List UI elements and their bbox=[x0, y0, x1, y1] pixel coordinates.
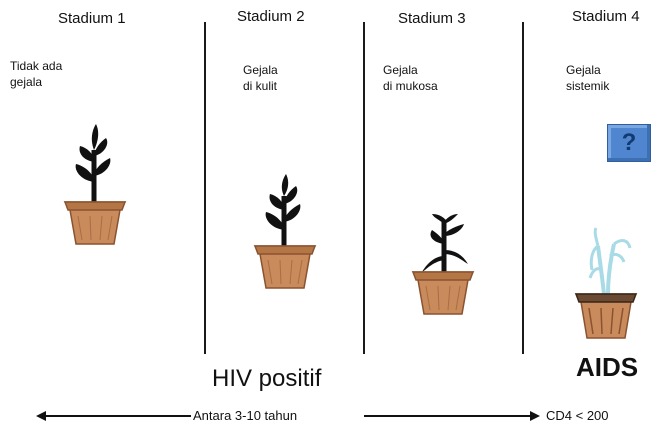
divider-3 bbox=[522, 22, 524, 354]
stage-3-title: Stadium 3 bbox=[398, 10, 466, 27]
healthy-plant-icon bbox=[252, 172, 318, 290]
stage-2-description: Gejala di kulit bbox=[243, 62, 278, 94]
wilting-plant-icon bbox=[574, 226, 638, 340]
healthy-plant-icon bbox=[60, 120, 130, 246]
stage-4-description: Gejala sistemik bbox=[566, 62, 609, 94]
divider-2 bbox=[363, 22, 365, 354]
divider-1 bbox=[204, 22, 206, 354]
aids-label: AIDS bbox=[576, 352, 638, 383]
stage-2-title: Stadium 2 bbox=[237, 8, 305, 25]
stage-4-title: Stadium 4 bbox=[572, 8, 640, 25]
cd4-label: CD4 < 200 bbox=[544, 408, 611, 423]
hiv-positive-label: HIV positif bbox=[212, 365, 321, 393]
timeline-label: Antara 3-10 tahun bbox=[191, 408, 299, 423]
healthy-plant-icon bbox=[410, 210, 476, 316]
question-mark-icon: ? bbox=[607, 124, 651, 162]
stage-1-title: Stadium 1 bbox=[58, 10, 126, 27]
stage-3-description: Gejala di mukosa bbox=[383, 62, 438, 94]
stage-1-description: Tidak ada gejala bbox=[10, 58, 62, 90]
